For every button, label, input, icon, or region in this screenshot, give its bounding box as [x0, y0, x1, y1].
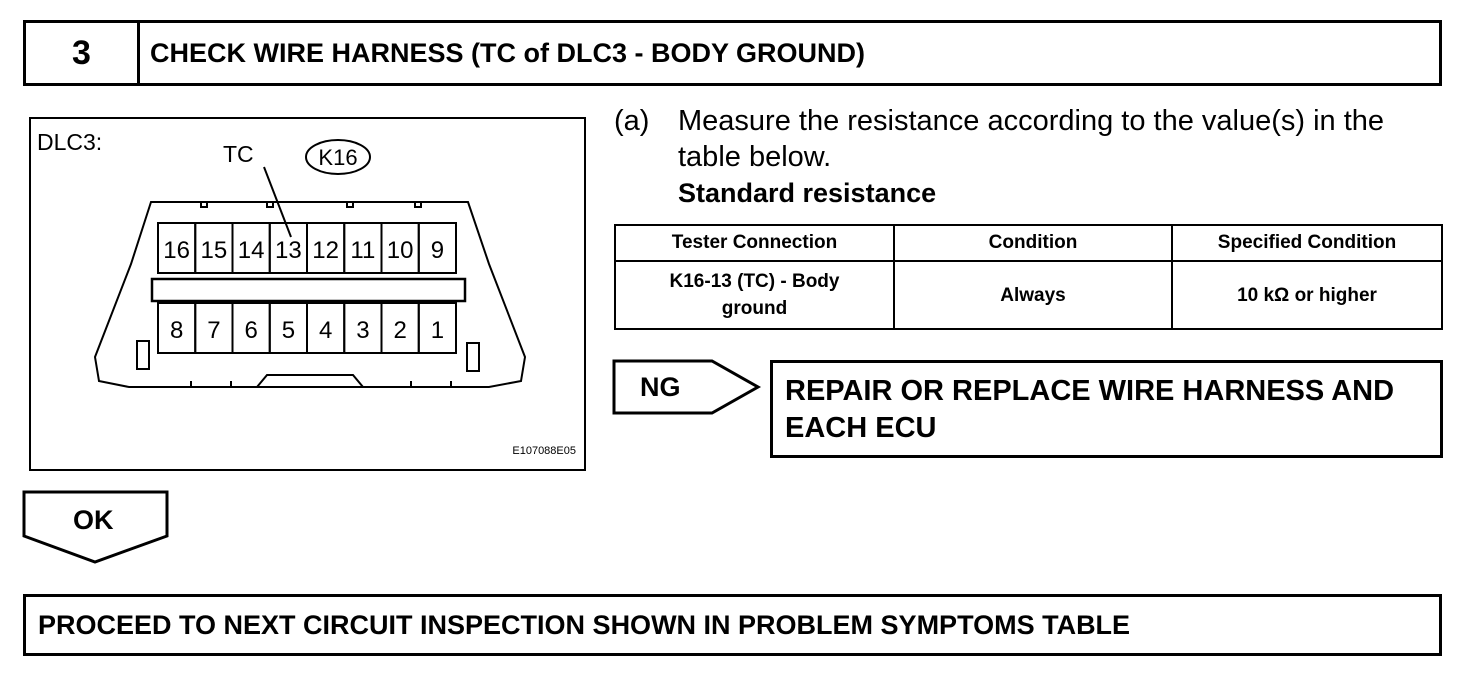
pin-number-label: 4 — [319, 317, 332, 344]
step-header: 3 CHECK WIRE HARNESS (TC of DLC3 - BODY … — [23, 20, 1442, 86]
column-header: Tester Connection — [614, 224, 895, 262]
table-row: K16-13 (TC) - Body ground Always 10 kΩ o… — [614, 260, 1443, 330]
pin-cell — [417, 222, 457, 274]
specified-condition-cell: 10 kΩ or higher — [1171, 260, 1443, 330]
instruction-letter: (a) — [614, 105, 650, 137]
pin-number-label: 11 — [350, 237, 375, 264]
column-header: Condition — [893, 224, 1173, 262]
connector-code-label: K16 — [318, 145, 357, 170]
tester-connection-cell: K16-13 (TC) - Body ground — [614, 260, 895, 330]
ok-label: OK — [73, 505, 114, 535]
standard-resistance-table: Tester Connection Condition Specified Co… — [614, 224, 1443, 330]
pin-number-label: 12 — [312, 237, 339, 264]
pin-number-label: 5 — [282, 317, 295, 344]
pin-number-label: 7 — [207, 317, 220, 344]
pin-number-label: 8 — [170, 317, 183, 344]
step-title: CHECK WIRE HARNESS (TC of DLC3 - BODY GR… — [150, 37, 865, 68]
pin-number-label: 13 — [275, 237, 302, 264]
pin-number-label: 16 — [163, 237, 190, 264]
pin-cell — [417, 302, 457, 354]
condition-cell: Always — [893, 260, 1173, 330]
pin-number-label: 14 — [238, 237, 265, 264]
pin-number-label: 1 — [431, 317, 444, 344]
pin-number-label: 10 — [387, 237, 414, 264]
ng-action-box: REPAIR OR REPLACE WIRE HARNESS AND EACH … — [770, 360, 1443, 458]
tester-connection-text: K16-13 (TC) - Body ground — [669, 271, 840, 319]
ng-label: NG — [640, 372, 681, 402]
instruction-text: Measure the resistance according to the … — [678, 105, 1385, 173]
step-number: 3 — [26, 23, 140, 83]
figure-code: E107088E05 — [512, 445, 576, 457]
column-header: Specified Condition — [1171, 224, 1443, 262]
pin-number-label: 2 — [393, 317, 406, 344]
table-header-row: Tester Connection Condition Specified Co… — [614, 224, 1443, 262]
pin-number-label: 3 — [356, 317, 369, 344]
ok-arrow-icon — [22, 490, 169, 564]
ng-arrow-icon — [612, 359, 762, 415]
standard-resistance-label: Standard resistance — [678, 178, 937, 208]
proceed-box: PROCEED TO NEXT CIRCUIT INSPECTION SHOWN… — [23, 594, 1442, 656]
pin-number-label: 6 — [244, 317, 257, 344]
connector-label: DLC3: — [37, 129, 103, 155]
pin-number-label: 15 — [201, 237, 228, 264]
pin-number-label: 9 — [431, 237, 444, 264]
tc-pointer-label: TC — [223, 141, 254, 167]
